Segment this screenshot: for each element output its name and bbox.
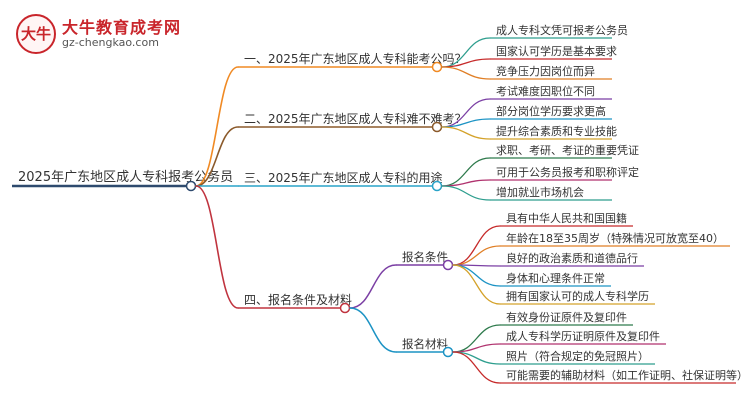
leaf-connector xyxy=(452,351,501,365)
branch-label-1: 一、2025年广东地区成人专科能考公吗？ xyxy=(244,51,467,66)
branch-node-1 xyxy=(431,61,443,73)
group-label-1: 报名条件 xyxy=(402,250,448,264)
leaf-label: 身体和心理条件正常 xyxy=(506,271,605,285)
branch-connector-2 xyxy=(195,126,239,187)
group-node-2 xyxy=(442,346,454,358)
leaf-label: 具有中华人民共和国国籍 xyxy=(506,211,627,225)
leaf-label: 拥有国家认可的成人专科学历 xyxy=(506,289,649,303)
site-logo: 大牛 大牛教育成考网 gz-chengkao.com xyxy=(16,12,206,56)
leaf-label: 良好的政治素质和道德品行 xyxy=(506,251,638,265)
leaf-label: 年龄在18至35周岁（特殊情况可放宽至40） xyxy=(506,231,724,245)
leaf-connector xyxy=(452,225,501,266)
logo-site-name: 大牛教育成考网 xyxy=(62,18,182,37)
group-connector-1 xyxy=(349,264,397,309)
leaf-connector xyxy=(452,264,501,305)
leaf-label: 考试难度因职位不同 xyxy=(496,84,595,98)
leaf-label: 可能需要的辅助材料（如工作证明、社保证明等） xyxy=(506,368,748,382)
leaf-connector xyxy=(452,264,501,287)
group-connector-2 xyxy=(349,307,397,353)
leaf-label: 求职、考研、考证的重要凭证 xyxy=(496,143,639,157)
logo-mark-icon: 大牛 xyxy=(16,14,56,54)
leaf-connector xyxy=(441,66,491,80)
leaf-label: 照片（符合规定的免冠照片） xyxy=(506,349,649,363)
root-label: 2025年广东地区成人专科报考公务员 xyxy=(18,169,233,185)
leaf-label: 国家认可学历是基本要求 xyxy=(496,44,617,58)
branch-label-4: 四、报名条件及材料 xyxy=(244,292,352,307)
leaf-label: 增加就业市场机会 xyxy=(496,185,584,199)
leaf-connector xyxy=(441,179,491,187)
leaf-label: 成人专科文凭可报考公务员 xyxy=(496,23,628,37)
branch-label-2: 二、2025年广东地区成人专科难不难考？ xyxy=(244,111,467,126)
branch-label-3: 三、2025年广东地区成人专科的用途 xyxy=(244,170,443,185)
group-node-1 xyxy=(442,259,454,271)
root-node xyxy=(185,180,197,192)
logo-site-url: gz-chengkao.com xyxy=(62,36,159,49)
leaf-label: 有效身份证原件及复印件 xyxy=(506,310,627,324)
leaf-connector xyxy=(452,245,501,266)
leaf-label: 成人专科学历证明原件及复印件 xyxy=(506,329,660,343)
branch-node-4 xyxy=(339,302,351,314)
leaf-label: 部分岗位学历要求更高 xyxy=(496,104,606,118)
branch-connector-4 xyxy=(195,185,239,309)
leaf-label: 竞争压力因岗位而异 xyxy=(496,64,595,78)
leaf-connector xyxy=(441,185,491,201)
leaf-connector xyxy=(441,126,491,140)
leaf-label: 提升综合素质和专业技能 xyxy=(496,124,617,138)
leaf-connector xyxy=(441,157,491,187)
leaf-connector xyxy=(452,351,501,384)
leaf-label: 可用于公务员报考和职称评定 xyxy=(496,165,639,179)
group-label-2: 报名材料 xyxy=(402,337,448,351)
branch-node-3 xyxy=(431,180,443,192)
branch-node-2 xyxy=(431,121,443,133)
branch-connector-1 xyxy=(195,66,239,187)
